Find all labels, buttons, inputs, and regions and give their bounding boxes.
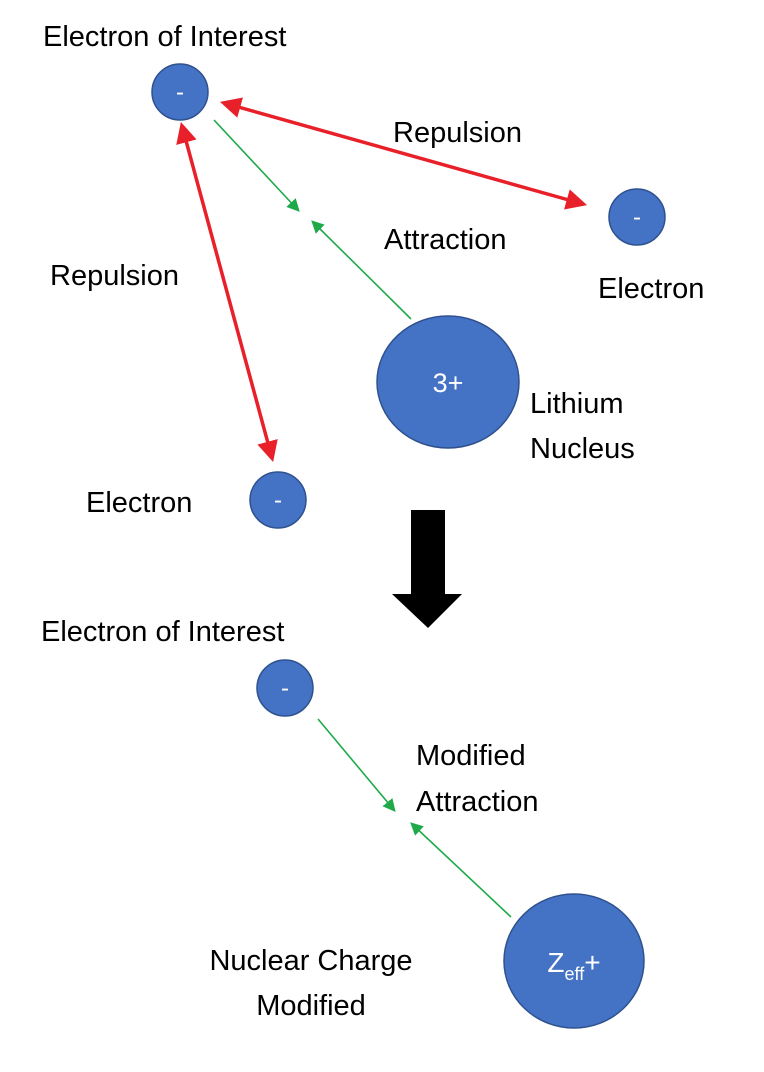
modified-attraction-arrow-from-nucleus bbox=[410, 822, 512, 918]
modified-attraction-arrow-from-electron bbox=[317, 718, 396, 812]
top-electron-of-interest: - bbox=[151, 63, 209, 121]
bottom-electron-of-interest-charge: - bbox=[281, 675, 289, 702]
top-electron-of-interest-label: Electron of Interest bbox=[43, 21, 286, 53]
zeff-suffix: + bbox=[584, 947, 600, 978]
modified-attraction-label-line1: Modified bbox=[416, 740, 526, 772]
top-electron-bottom-charge: - bbox=[274, 487, 282, 514]
bottom-electron-of-interest-label: Electron of Interest bbox=[41, 616, 284, 648]
lithium-nucleus-label-line2: Nucleus bbox=[530, 433, 635, 465]
repulsion-right-label: Repulsion bbox=[393, 117, 522, 149]
lithium-nucleus: 3+ bbox=[376, 315, 520, 449]
repulsion-left-label: Repulsion bbox=[50, 260, 179, 292]
attraction-arrow-from-electron bbox=[213, 119, 300, 212]
top-electron-bottom-label: Electron bbox=[86, 487, 192, 519]
zeff-charge: Zeff+ bbox=[547, 947, 600, 984]
attraction-label: Attraction bbox=[384, 224, 507, 256]
top-electron-right: - bbox=[608, 188, 666, 246]
top-electron-right-charge: - bbox=[633, 204, 641, 231]
top-electron-right-label: Electron bbox=[598, 273, 704, 305]
zeff-subscript: eff bbox=[565, 964, 586, 984]
nuclear-charge-modified-line1: Nuclear Charge bbox=[209, 945, 412, 977]
zeff-base: Z bbox=[547, 947, 564, 978]
effective-nucleus: Zeff+ bbox=[503, 893, 645, 1029]
bottom-electron-of-interest: - bbox=[256, 659, 314, 717]
attraction-arrow-from-nucleus bbox=[311, 220, 412, 320]
modified-attraction-label-line2: Attraction bbox=[416, 786, 539, 818]
repulsion-arrow-right bbox=[219, 97, 588, 210]
top-electron-of-interest-charge: - bbox=[176, 79, 184, 106]
lithium-nucleus-label-line1: Lithium bbox=[530, 388, 624, 420]
repulsion-arrow-left bbox=[176, 121, 278, 463]
lithium-nucleus-charge: 3+ bbox=[433, 368, 464, 398]
nuclear-charge-modified-line2: Modified bbox=[256, 990, 366, 1022]
down-arrow-icon bbox=[392, 510, 462, 628]
top-electron-bottom: - bbox=[249, 471, 307, 529]
